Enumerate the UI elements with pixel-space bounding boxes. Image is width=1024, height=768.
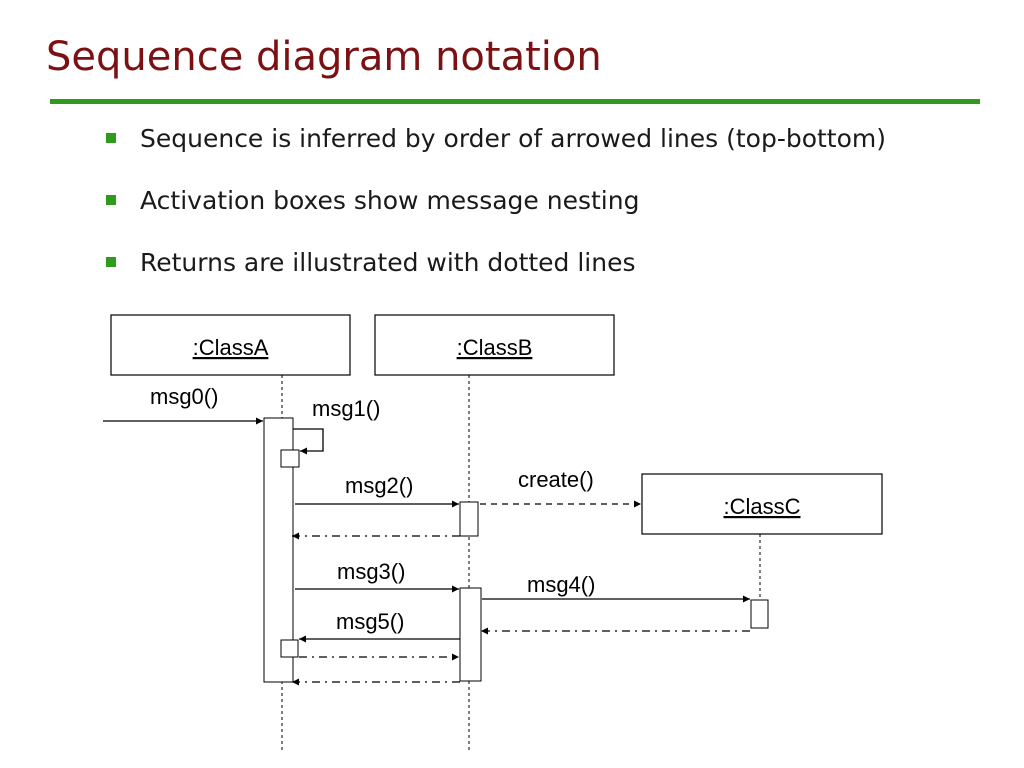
object-label-class-b: :ClassB bbox=[457, 335, 533, 360]
bullet-text: Sequence is inferred by order of arrowed… bbox=[140, 124, 887, 153]
object-label-class-a: :ClassA bbox=[193, 335, 269, 360]
object-box bbox=[374, 314, 615, 376]
bullet-item: Sequence is inferred by order of arrowed… bbox=[104, 120, 886, 182]
object-label-class-c: :ClassC bbox=[723, 494, 800, 519]
bullet-text: Activation boxes show message nesting bbox=[140, 186, 640, 215]
message-label-msg4: msg4() bbox=[527, 572, 595, 597]
object-box bbox=[110, 314, 351, 376]
object-box bbox=[641, 473, 883, 535]
bullet-item: Activation boxes show message nesting bbox=[104, 182, 886, 244]
message-label-create: create() bbox=[518, 467, 594, 492]
object-class-c: :ClassC bbox=[641, 473, 883, 535]
bullet-list: Sequence is inferred by order of arrowed… bbox=[104, 120, 886, 306]
activation-box-msg4 bbox=[750, 599, 769, 629]
arrow-msg1-self bbox=[293, 428, 324, 455]
message-label-msg0: msg0() bbox=[150, 384, 218, 409]
object-class-a: :ClassA bbox=[110, 314, 351, 376]
object-class-b: :ClassB bbox=[374, 314, 615, 376]
message-label-msg1: msg1() bbox=[312, 396, 380, 421]
activation-box-msg2 bbox=[459, 501, 479, 537]
message-label-msg3: msg3() bbox=[337, 559, 405, 584]
square-bullet-icon bbox=[106, 133, 116, 143]
square-bullet-icon bbox=[106, 195, 116, 205]
bullet-item: Returns are illustrated with dotted line… bbox=[104, 244, 886, 306]
message-label-msg5: msg5() bbox=[336, 609, 404, 634]
activation-box-msg1 bbox=[280, 449, 300, 468]
slide-title: Sequence diagram notation bbox=[46, 34, 602, 80]
square-bullet-icon bbox=[106, 257, 116, 267]
bullet-text: Returns are illustrated with dotted line… bbox=[140, 248, 636, 277]
title-underline bbox=[50, 99, 980, 104]
activation-box-msg5 bbox=[280, 639, 299, 658]
activation-box-msg3 bbox=[459, 587, 482, 682]
message-label-msg2: msg2() bbox=[345, 473, 413, 498]
